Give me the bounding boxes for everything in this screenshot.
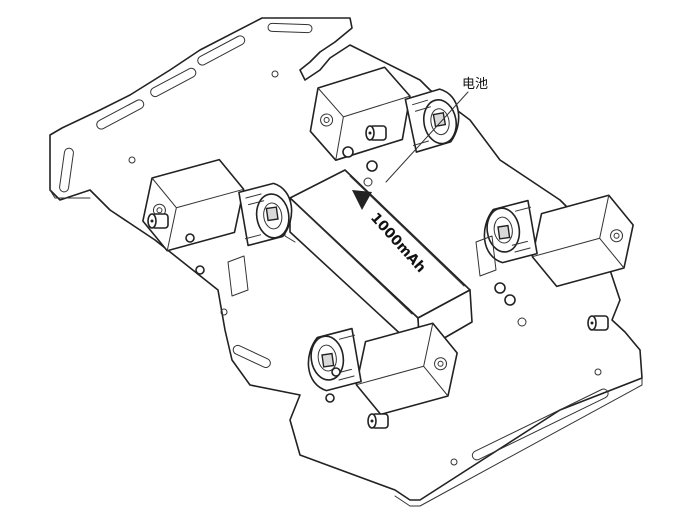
axle-left bbox=[147, 213, 169, 229]
plate-slots-left bbox=[59, 22, 313, 193]
callout-label: 电池 bbox=[462, 77, 488, 92]
battery-direction-arrow bbox=[352, 190, 372, 210]
battery-callout: 电池 bbox=[385, 77, 488, 183]
axle-bottom bbox=[367, 413, 389, 429]
axle-right bbox=[587, 315, 609, 331]
axle-top-right bbox=[365, 125, 387, 141]
plate-slots-bottom bbox=[232, 344, 609, 461]
mount-screws bbox=[185, 146, 516, 403]
